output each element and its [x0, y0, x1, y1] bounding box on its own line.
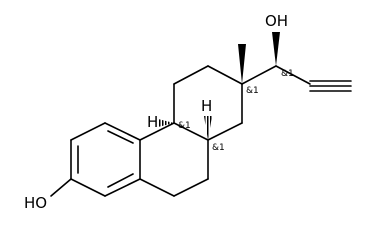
atom-ho: HO — [24, 194, 47, 212]
methyl-wedge — [238, 44, 246, 84]
oh-wedge — [272, 32, 280, 66]
stereo-label-c-carbinol: &1 — [281, 69, 294, 79]
atom-h-top: H — [201, 97, 212, 115]
structure-canvas: HO H &1 H &1 &1 OH &1 — [24, 12, 352, 212]
atom-h-bottom: H — [147, 113, 158, 131]
aromatic-ring — [70, 122, 141, 197]
bond-c-carbinol — [241, 65, 277, 85]
top-ring — [173, 65, 243, 141]
molecule-diagram: HO H &1 H &1 &1 OH &1 — [24, 12, 352, 212]
stereo-label-c9: &1 — [178, 121, 191, 131]
junction-h-left: H &1 — [147, 113, 191, 131]
stereo-label-c8: &1 — [212, 143, 225, 153]
bond-c-alkyne — [275, 65, 311, 85]
bond-c-ho — [50, 178, 72, 197]
junction-h-right: H &1 — [201, 97, 225, 153]
atom-oh: OH — [265, 12, 288, 30]
triple-bond — [309, 80, 352, 92]
stereo-label-c-quaternary: &1 — [246, 86, 259, 96]
middle-ring — [139, 122, 209, 197]
